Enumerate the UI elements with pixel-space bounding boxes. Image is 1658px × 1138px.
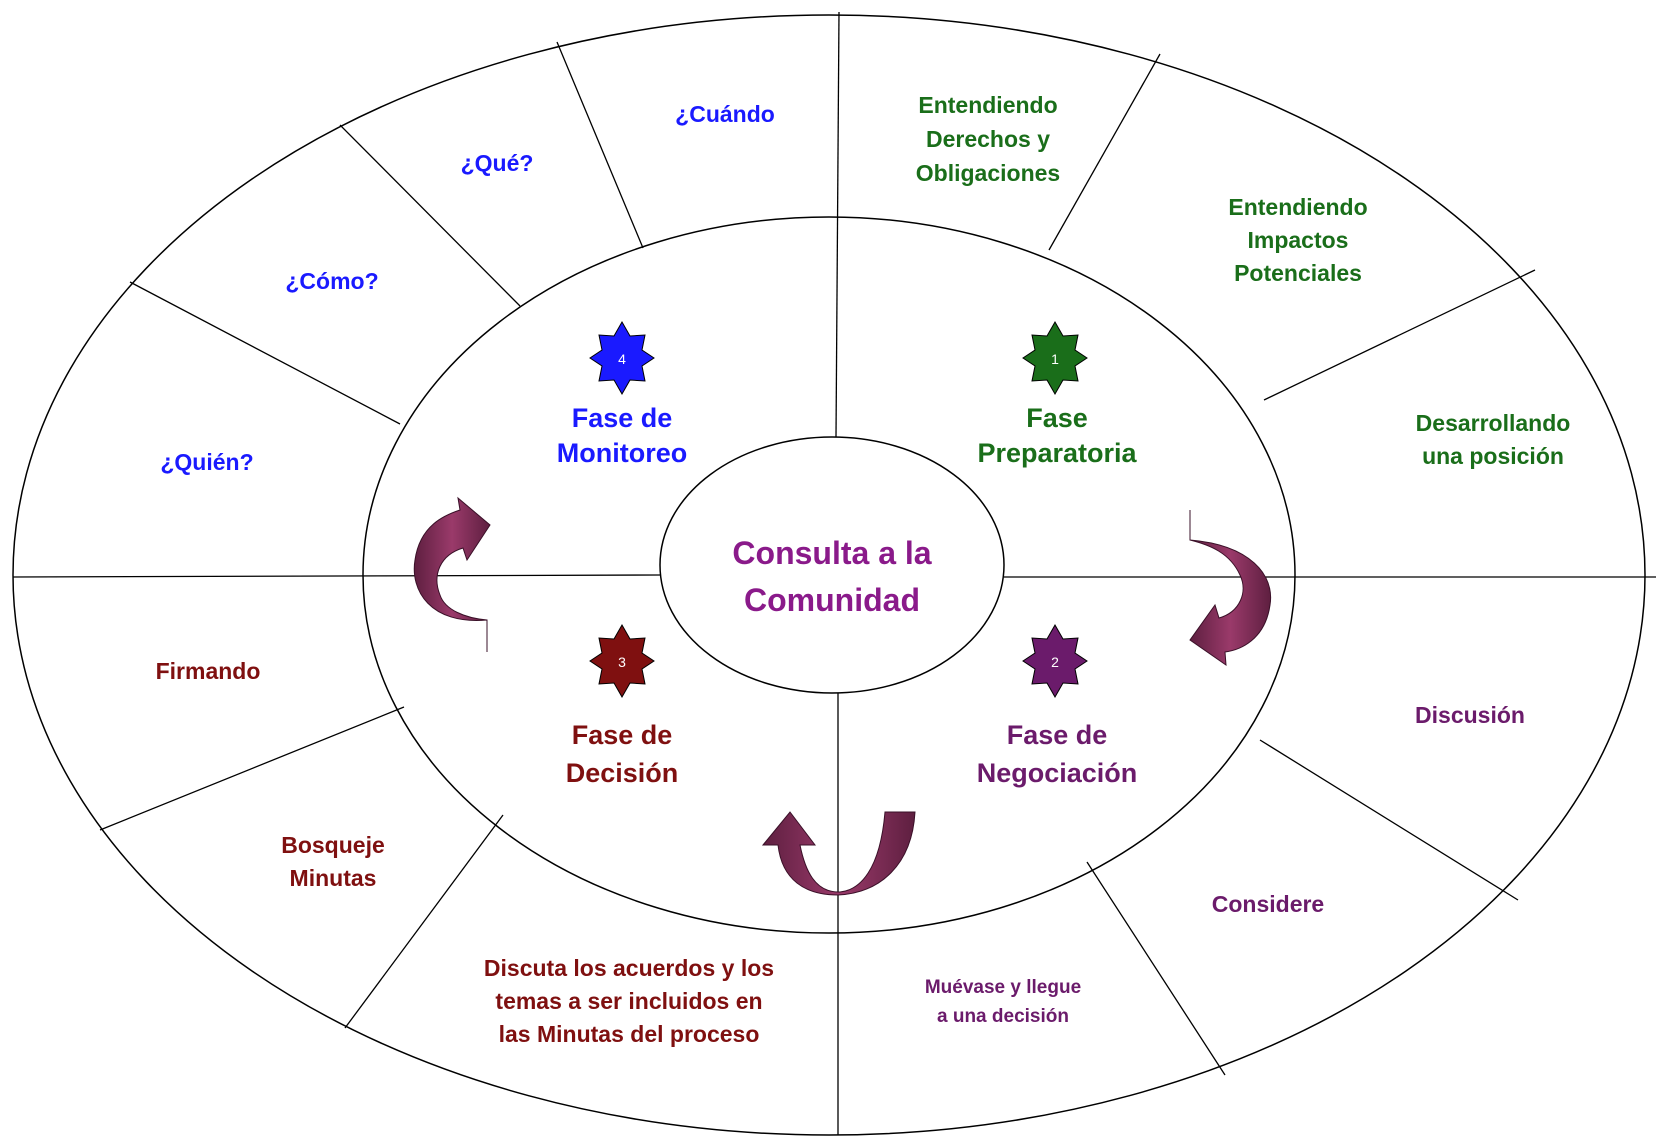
label-impactos-3: Potenciales [1234,260,1362,286]
inner-ring [362,216,1296,934]
phase-2-star-icon: 2 [1022,623,1088,699]
phase-preparatoria-line-1: Fase [1026,403,1088,433]
phase-decision-line-1: Fase de [572,720,673,750]
label-discuta-1: Discuta los acuerdos y los [484,955,774,981]
label-derechos-1: Entendiendo [918,92,1057,118]
label-derechos-3: Obligaciones [916,160,1060,186]
label-cuando: ¿Cuándo [675,101,775,127]
label-impactos-1: Entendiendo [1228,194,1367,220]
phase-decision-line-2: Decisión [566,758,679,788]
label-quien: ¿Quién? [160,449,253,475]
phase-negociacion-line-2: Negociación [977,758,1138,788]
label-discusion: Discusión [1415,702,1525,728]
phase-monitoreo-line-2: Monitoreo [557,438,687,468]
radial-9 [1086,861,1226,1076]
label-bosqueje-1: Bosqueje [281,832,385,858]
radial-2 [339,124,521,307]
phase-3-star-icon: 3 [589,623,655,699]
outer-ring [12,14,1646,1136]
phase-negociacion-line-1: Fase de [1007,720,1108,750]
label-muevase-1: Muévase y llegue [925,977,1081,998]
label-bosqueje-2: Minutas [290,865,377,891]
phase-4-star-icon: 4 [589,320,655,396]
radial-7 [344,814,504,1029]
divider-left [12,574,661,578]
radial-8 [1259,739,1519,901]
arrow-bottom [761,811,916,896]
divider-top [835,11,840,438]
label-impactos-2: Impactos [1248,227,1349,253]
label-firmando: Firmando [156,658,261,684]
arrow-left [413,496,491,652]
center-ellipse [659,436,1005,694]
center-title-line-1: Consulta a la [732,535,931,571]
phase-2-number: 2 [1051,654,1059,670]
label-considere: Considere [1212,891,1324,917]
arrow-right [1189,510,1272,667]
center-title-line-2: Comunidad [744,582,920,618]
phase-monitoreo-line-1: Fase de [572,403,673,433]
label-muevase-2: a una decisión [937,1006,1069,1027]
phase-preparatoria-line-2: Preparatoria [977,438,1137,468]
phase-1-star-icon: 1 [1022,320,1088,396]
label-posicion-1: Desarrollando [1416,410,1571,436]
label-discuta-2: temas a ser incluidos en [495,988,762,1014]
label-como: ¿Cómo? [285,268,378,294]
radial-6 [99,706,405,831]
radial-4 [1048,53,1161,251]
label-discuta-3: las Minutas del proceso [499,1021,760,1047]
phase-4-number: 4 [618,351,626,367]
phase-3-number: 3 [618,654,626,670]
label-posicion-2: una posición [1422,443,1564,469]
label-derechos-2: Derechos y [926,126,1050,152]
radial-5 [1263,269,1536,401]
label-que: ¿Qué? [461,150,534,176]
radial-3 [129,281,401,425]
radial-1 [556,41,644,249]
phase-1-number: 1 [1051,351,1059,367]
